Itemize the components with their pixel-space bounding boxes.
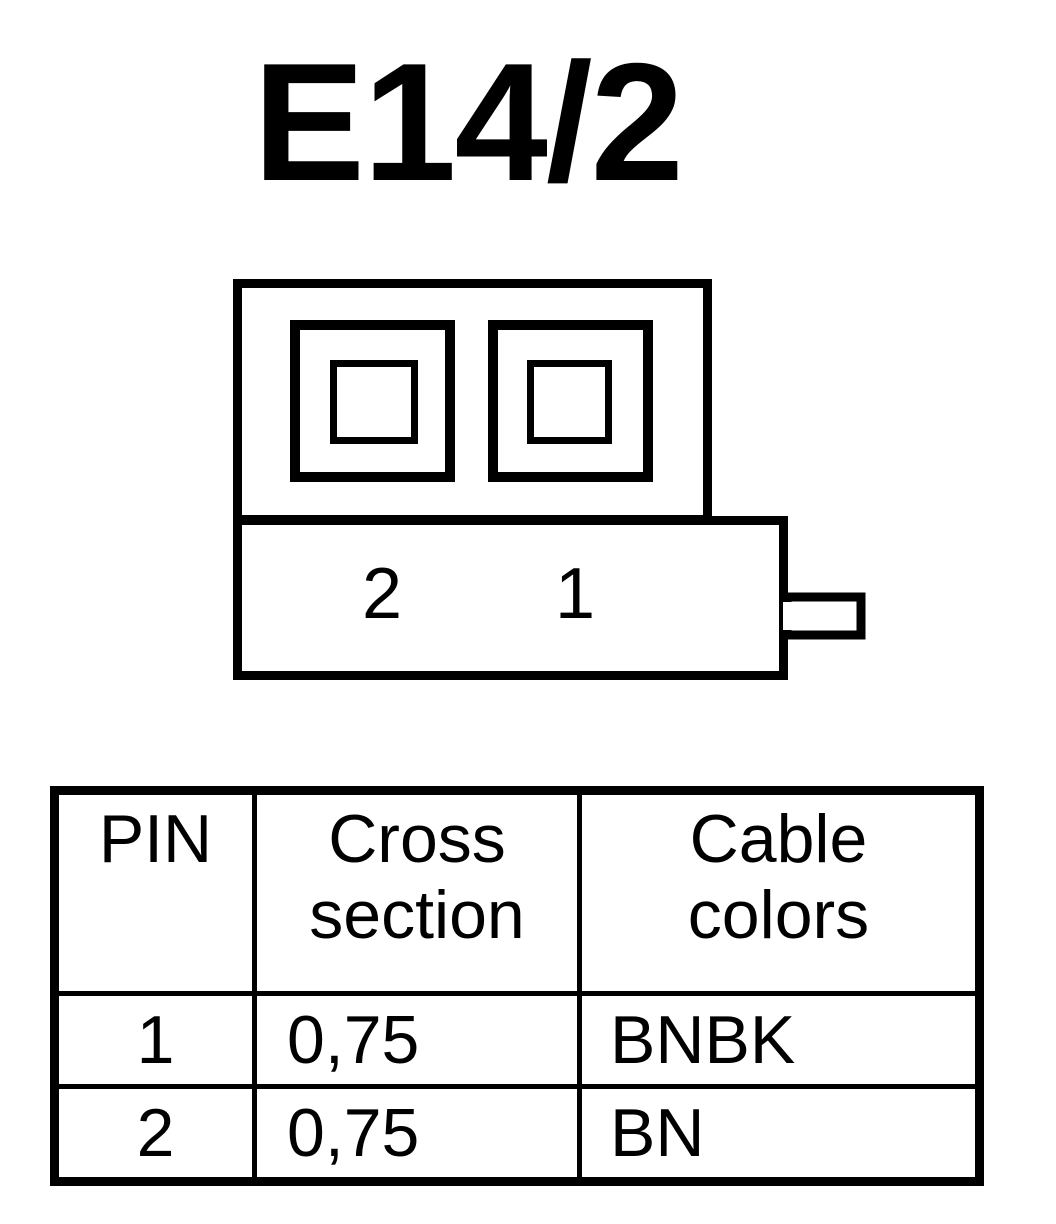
connector-pin-label-2: 2: [361, 554, 403, 634]
column-header-cross-section: Cross section: [252, 788, 582, 996]
cell-cable-colors: BN: [577, 1084, 982, 1184]
cell-pin: 2: [52, 1084, 257, 1184]
table-header-row: PIN Cross section Cable colors: [52, 788, 982, 996]
column-header-cross-section-line1: Cross: [328, 801, 506, 877]
page-title: E14/2: [252, 28, 684, 216]
cell-cable-colors: BNBK: [577, 991, 982, 1089]
column-header-cable-colors-line1: Cable: [689, 801, 868, 877]
column-header-cross-section-line2: section: [309, 877, 525, 954]
column-header-pin: PIN: [52, 788, 257, 996]
cell-cross-section: 0,75: [252, 991, 582, 1089]
column-header-cable-colors-line2: colors: [687, 877, 870, 954]
cavity-2-outer: [290, 320, 455, 482]
cell-cross-section: 0,75: [252, 1084, 582, 1184]
cavity-2-inner: [330, 360, 418, 444]
table-row: 2 0,75 BN: [52, 1084, 982, 1184]
connector-upper-housing: [233, 279, 712, 524]
table-row: 1 0,75 BNBK: [52, 991, 982, 1089]
connector-pin-label-1: 1: [554, 554, 596, 634]
connector-latch-tab: [782, 592, 866, 640]
latch-tab-seam-cover: [783, 602, 795, 630]
connector-lower-housing: [233, 516, 788, 680]
pin-assignment-table: PIN Cross section Cable colors 1 0,75 BN…: [50, 786, 984, 1186]
cavity-1-outer: [488, 320, 653, 482]
cell-pin: 1: [52, 991, 257, 1089]
column-header-cable-colors: Cable colors: [577, 788, 982, 996]
cavity-1-inner: [527, 360, 612, 444]
